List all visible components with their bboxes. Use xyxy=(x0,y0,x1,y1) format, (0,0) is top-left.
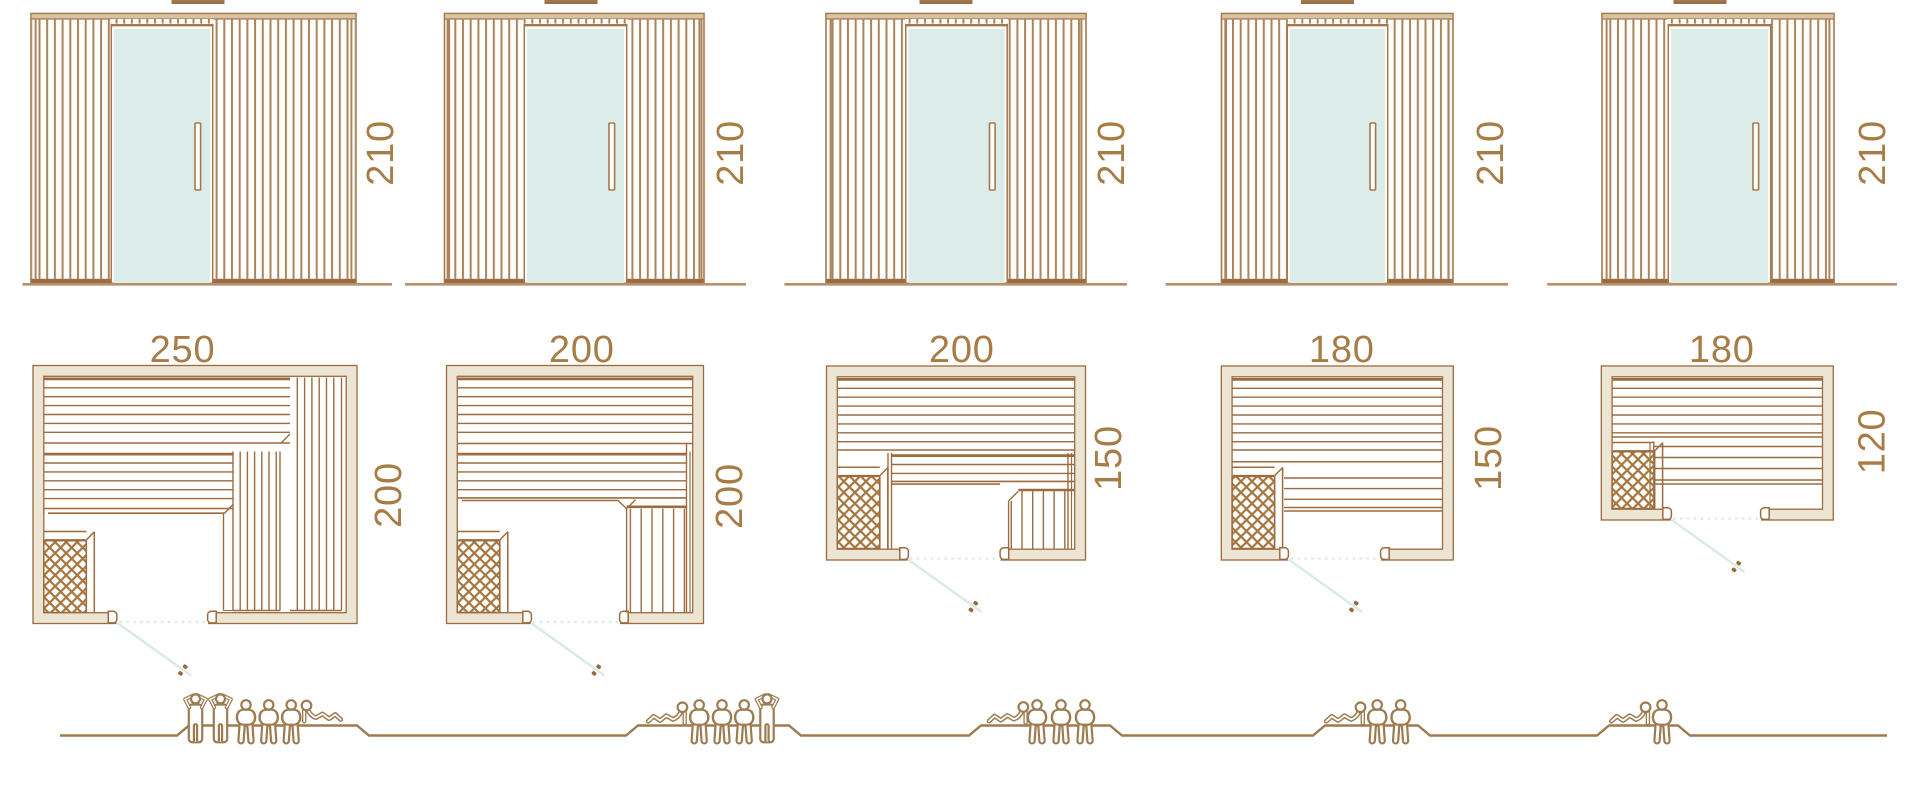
svg-text:210: 210 xyxy=(1470,120,1512,186)
svg-text:180: 180 xyxy=(1689,329,1755,371)
svg-text:120: 120 xyxy=(1851,408,1893,474)
svg-text:180: 180 xyxy=(1309,329,1375,371)
svg-text:250: 250 xyxy=(150,329,216,371)
svg-text:150: 150 xyxy=(1468,425,1510,491)
svg-text:210: 210 xyxy=(1091,120,1133,186)
svg-text:210: 210 xyxy=(1852,120,1894,186)
svg-text:210: 210 xyxy=(360,120,402,186)
svg-text:210: 210 xyxy=(710,120,752,186)
svg-text:200: 200 xyxy=(549,329,615,371)
svg-text:200: 200 xyxy=(709,463,751,529)
svg-text:150: 150 xyxy=(1088,425,1130,491)
svg-text:200: 200 xyxy=(368,462,410,528)
svg-text:200: 200 xyxy=(929,329,995,371)
